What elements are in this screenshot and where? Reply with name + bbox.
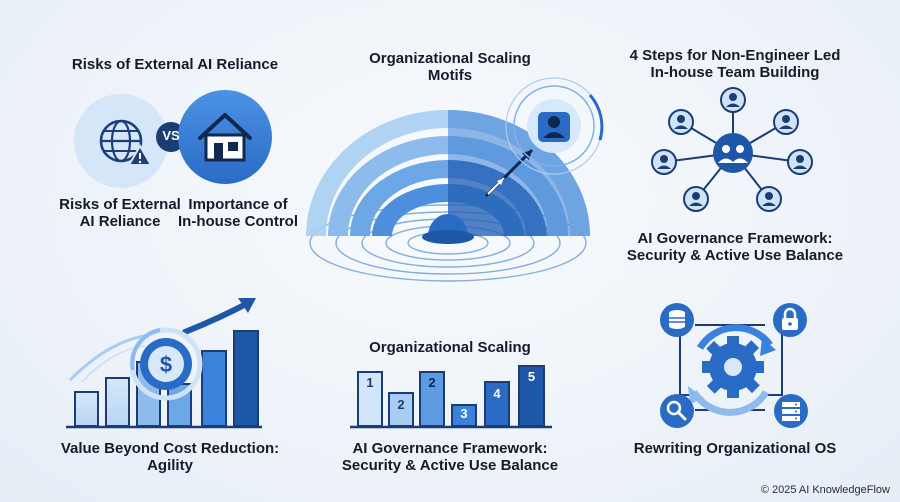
external-risk-label: Risks of External AI Reliance	[59, 196, 181, 231]
vs-badge	[156, 122, 186, 152]
inhouse-control-label: Importance of In-house Control	[178, 196, 298, 231]
gear-cycle-illustration	[660, 303, 808, 428]
growth-chart-illustration	[66, 298, 262, 429]
database-icon	[660, 303, 694, 337]
server-icon	[774, 394, 808, 428]
bar-label: 2	[428, 375, 436, 390]
team-member-nodes	[651, 87, 813, 212]
bar-label: 4	[493, 386, 501, 401]
scaling-motifs-title: Organizational Scaling Motifs	[369, 50, 531, 85]
bar-label: 1	[366, 375, 374, 390]
team-building-title: 4 Steps for Non-Engineer Led In-house Te…	[629, 47, 841, 82]
vs-label: VS	[162, 128, 180, 143]
bar-label: 3	[460, 406, 468, 421]
search-icon	[660, 394, 694, 428]
dollar-symbol: $	[159, 352, 173, 377]
globe-warning-icon	[74, 94, 168, 188]
dollar-coin-icon	[129, 327, 203, 401]
bar-label: 5	[527, 369, 536, 384]
governance-caption-top: AI Governance Framework: Security & Acti…	[626, 230, 844, 265]
lock-icon	[773, 303, 807, 337]
scaling-dome	[306, 110, 590, 282]
person-radar-icon	[505, 77, 604, 175]
copyright-footer: © 2025 AI KnowledgeFlow	[760, 484, 890, 496]
bar-label: 2	[397, 397, 405, 412]
org-scaling-title: Organizational Scaling	[369, 339, 531, 356]
value-caption: Value Beyond Cost Reduction: Agility	[60, 440, 280, 475]
house-icon	[178, 90, 272, 184]
scaling-bars	[350, 365, 552, 429]
gear-icon	[702, 336, 764, 398]
risks-title: Risks of External AI Reliance	[71, 56, 279, 73]
rewriting-os-caption: Rewriting Organizational OS	[633, 440, 837, 457]
governance-caption-bottom: AI Governance Framework: Security & Acti…	[341, 440, 559, 475]
growth-arrow-icon	[182, 298, 256, 335]
team-network-icon	[651, 87, 813, 212]
